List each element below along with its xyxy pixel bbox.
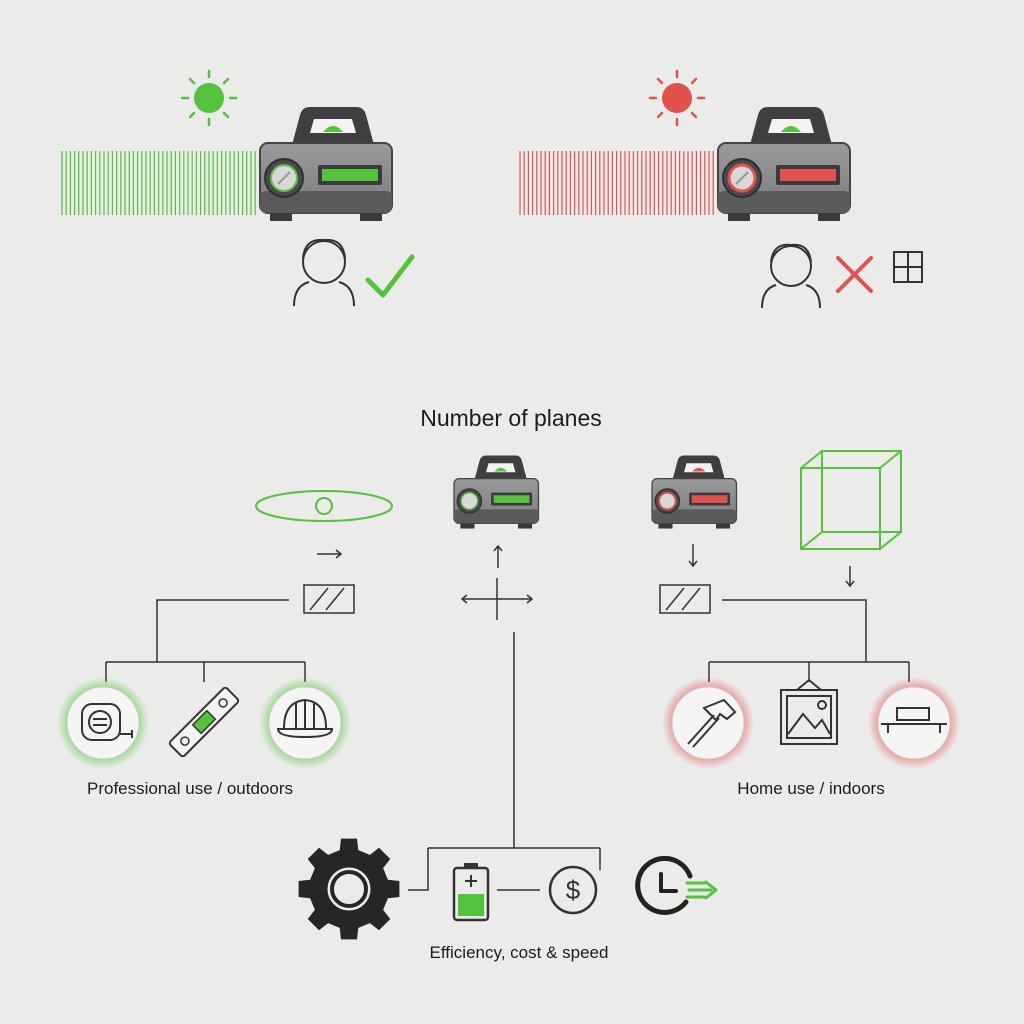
laser-level-icon	[453, 455, 540, 529]
laser-lines-icon	[61, 151, 256, 215]
professional-caption: Professional use / outdoors	[86, 779, 294, 798]
spirit-level-icon	[168, 686, 240, 758]
battery-icon	[452, 863, 490, 922]
picture-frame-icon	[780, 678, 838, 745]
glass-panel-icon	[303, 584, 355, 614]
gear-inner-ring	[330, 870, 368, 908]
sun-icon	[180, 69, 238, 127]
move-arrows-icon	[460, 578, 534, 620]
person-icon	[293, 238, 355, 307]
sun-icon	[648, 69, 706, 127]
efficiency-caption: Efficiency, cost & speed	[429, 943, 609, 962]
cube-outline-icon	[800, 450, 902, 550]
svg-text:$: $	[566, 875, 581, 905]
cross-icon	[836, 256, 873, 293]
laser-level-icon	[651, 455, 738, 529]
clock-fast-icon	[635, 855, 718, 915]
tape-measure-icon	[81, 703, 133, 741]
check-icon	[365, 254, 415, 298]
connector-lines	[105, 599, 910, 891]
hard-hat-icon	[276, 698, 334, 739]
laser-level-icon	[717, 107, 851, 221]
arrow-icon	[493, 544, 503, 568]
laser-lines-icon	[519, 151, 714, 215]
arrow-icon	[845, 566, 855, 588]
gear-icon	[298, 838, 400, 940]
home-caption: Home use / indoors	[737, 779, 885, 798]
arrow-icon	[688, 544, 698, 568]
shelf-icon	[881, 707, 947, 733]
person-icon	[761, 243, 821, 309]
diagram-title: Number of planes	[420, 405, 602, 431]
glass-panel-icon	[659, 584, 711, 614]
dollar-icon: $	[548, 865, 598, 915]
laser-level-icon	[259, 107, 393, 221]
horizontal-plane-icon	[255, 490, 393, 522]
window-icon	[893, 251, 923, 283]
arrow-icon	[317, 549, 343, 559]
hammer-icon	[687, 698, 737, 748]
